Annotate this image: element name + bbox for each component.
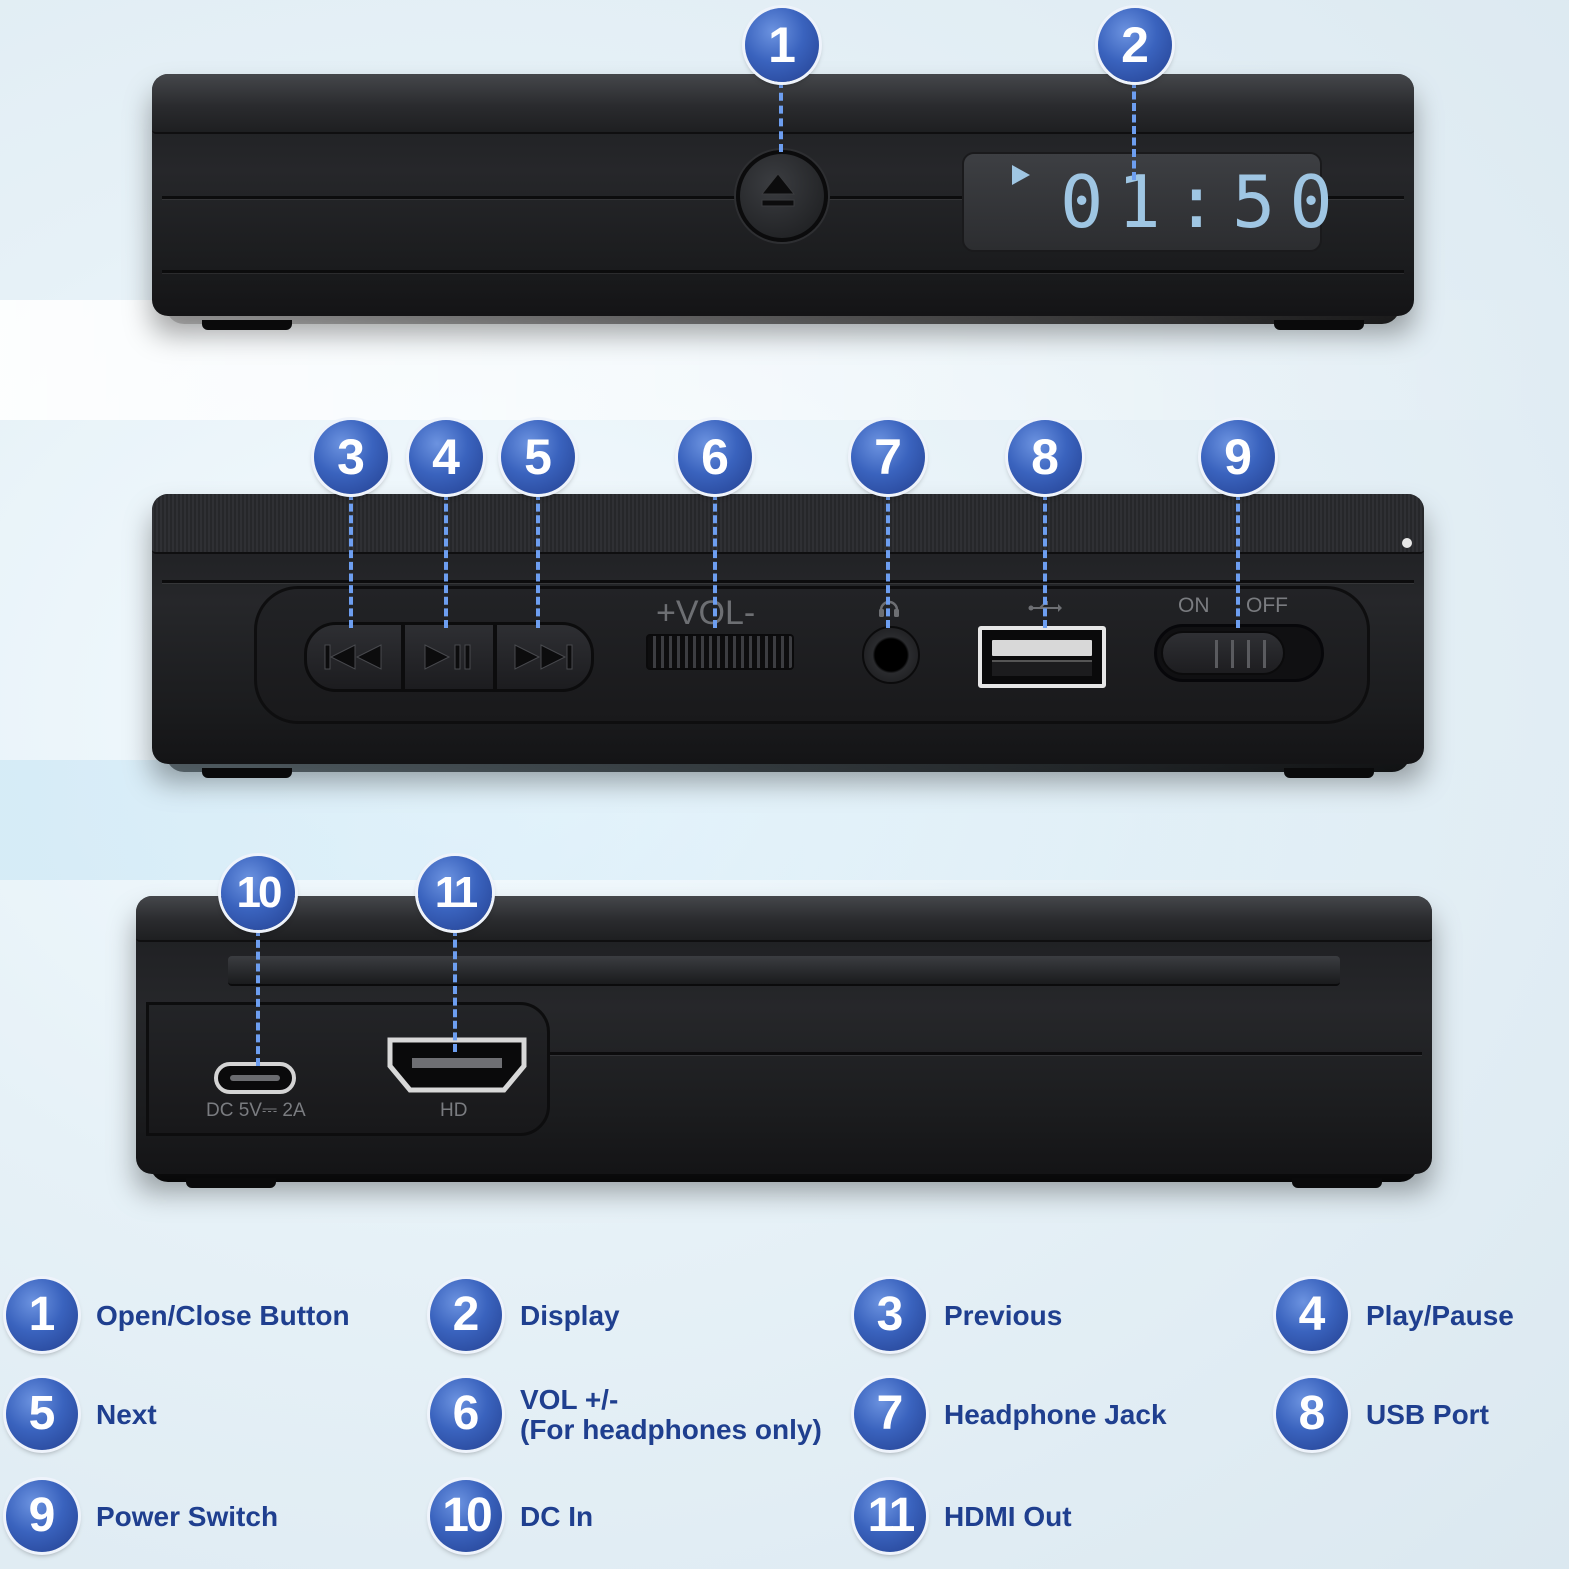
leader-line bbox=[444, 492, 448, 628]
off-label: OFF bbox=[1246, 594, 1288, 617]
next-icon bbox=[514, 644, 573, 670]
legend-badge: 11 bbox=[854, 1480, 926, 1552]
legend-label-line2: (For headphones only) bbox=[520, 1414, 822, 1445]
previous-icon bbox=[324, 644, 382, 670]
legend-badge: 1 bbox=[6, 1279, 78, 1351]
display-time: 01:50 bbox=[1060, 160, 1347, 244]
dc-in-label: DC 5V⎓ 2A bbox=[206, 1100, 306, 1121]
play-pause-icon bbox=[424, 644, 471, 670]
eject-icon bbox=[760, 173, 796, 207]
legend-badge: 9 bbox=[6, 1480, 78, 1552]
legend-label: Headphone Jack bbox=[944, 1399, 1167, 1430]
callout-badge-7: 7 bbox=[851, 420, 925, 494]
hdmi-label: HD bbox=[440, 1100, 468, 1121]
power-switch[interactable] bbox=[1154, 624, 1324, 682]
legend-badge: 7 bbox=[854, 1378, 926, 1450]
leader-line bbox=[886, 492, 890, 628]
hinge-bar bbox=[228, 956, 1340, 986]
legend-label: VOL +/- (For headphones only) bbox=[520, 1376, 822, 1454]
dc-in-port[interactable] bbox=[214, 1062, 296, 1094]
legend-label: Display bbox=[520, 1300, 620, 1331]
legend-label: HDMI Out bbox=[944, 1501, 1072, 1532]
usb-tongue bbox=[992, 640, 1092, 656]
volume-wheel[interactable] bbox=[646, 634, 794, 670]
legend-label: Next bbox=[96, 1399, 157, 1430]
panel-seam bbox=[546, 1052, 1422, 1055]
player-base bbox=[166, 298, 1400, 324]
previous-button[interactable] bbox=[304, 622, 404, 692]
legend-badge: 4 bbox=[1276, 1279, 1348, 1351]
legend-label: Power Switch bbox=[96, 1501, 279, 1532]
callout-badge-4: 4 bbox=[409, 420, 483, 494]
rubber-foot bbox=[202, 768, 292, 778]
play-pause-button[interactable] bbox=[402, 622, 496, 692]
on-label: ON bbox=[1178, 594, 1210, 617]
legend-label-line1: VOL +/- bbox=[520, 1384, 619, 1415]
legend-badge: 6 bbox=[430, 1378, 502, 1450]
indicator-light bbox=[1402, 538, 1412, 548]
legend-badge: 2 bbox=[430, 1279, 502, 1351]
legend-label: USB Port bbox=[1366, 1399, 1489, 1430]
open-close-button[interactable] bbox=[736, 150, 828, 242]
rubber-foot bbox=[1274, 320, 1364, 330]
usb-port[interactable] bbox=[978, 626, 1106, 688]
leader-line bbox=[349, 492, 353, 628]
callout-badge-11: 11 bbox=[418, 856, 492, 930]
legend-badge: 5 bbox=[6, 1378, 78, 1450]
leader-line bbox=[1043, 492, 1047, 628]
leader-line bbox=[256, 928, 260, 1066]
light-beam bbox=[0, 300, 1569, 420]
player-side-view: +VOL- ON OFF bbox=[152, 494, 1424, 778]
callout-badge-9: 9 bbox=[1201, 420, 1275, 494]
panel-seam bbox=[162, 270, 1404, 273]
player-back-view: DC 5V⎓ 2A HD bbox=[136, 896, 1432, 1188]
usb-tongue-slot bbox=[992, 660, 1092, 676]
callout-badge-2: 2 bbox=[1098, 8, 1172, 82]
player-lid bbox=[152, 74, 1414, 134]
legend-label: Previous bbox=[944, 1300, 1063, 1331]
leader-line bbox=[1236, 492, 1240, 628]
leader-line bbox=[453, 928, 457, 1052]
hdmi-port[interactable] bbox=[386, 1036, 528, 1094]
legend-label: Play/Pause bbox=[1366, 1300, 1514, 1331]
lcd-display: 01:50 bbox=[962, 152, 1333, 252]
play-indicator-icon bbox=[1012, 165, 1030, 185]
rubber-foot bbox=[186, 1178, 276, 1188]
power-switch-knob bbox=[1161, 631, 1285, 675]
rubber-foot bbox=[1292, 1178, 1382, 1188]
legend-label: DC In bbox=[520, 1501, 594, 1532]
callout-badge-5: 5 bbox=[501, 420, 575, 494]
grip-lines-icon bbox=[1215, 640, 1266, 668]
leader-line bbox=[713, 492, 717, 628]
headphone-jack[interactable] bbox=[862, 626, 920, 684]
panel-seam bbox=[162, 580, 1414, 583]
leader-line bbox=[1132, 80, 1136, 180]
callout-badge-10: 10 bbox=[221, 856, 295, 930]
legend-badge: 10 bbox=[430, 1480, 502, 1552]
next-button[interactable] bbox=[494, 622, 594, 692]
rubber-foot bbox=[1284, 768, 1374, 778]
callout-badge-8: 8 bbox=[1008, 420, 1082, 494]
player-lid bbox=[152, 494, 1424, 554]
leader-line bbox=[779, 80, 783, 152]
callout-badge-6: 6 bbox=[678, 420, 752, 494]
player-lid bbox=[136, 896, 1432, 942]
player-base bbox=[166, 746, 1410, 772]
vol-label: +VOL- bbox=[656, 594, 756, 632]
rubber-foot bbox=[202, 320, 292, 330]
player-front-view: 01:50 bbox=[152, 74, 1414, 330]
leader-line bbox=[536, 492, 540, 628]
legend-label: Open/Close Button bbox=[96, 1300, 350, 1331]
dc-in-tongue bbox=[230, 1075, 280, 1081]
callout-badge-3: 3 bbox=[314, 420, 388, 494]
legend-badge: 8 bbox=[1276, 1378, 1348, 1450]
legend-badge: 3 bbox=[854, 1279, 926, 1351]
player-base bbox=[150, 1156, 1418, 1182]
callout-badge-1: 1 bbox=[745, 8, 819, 82]
